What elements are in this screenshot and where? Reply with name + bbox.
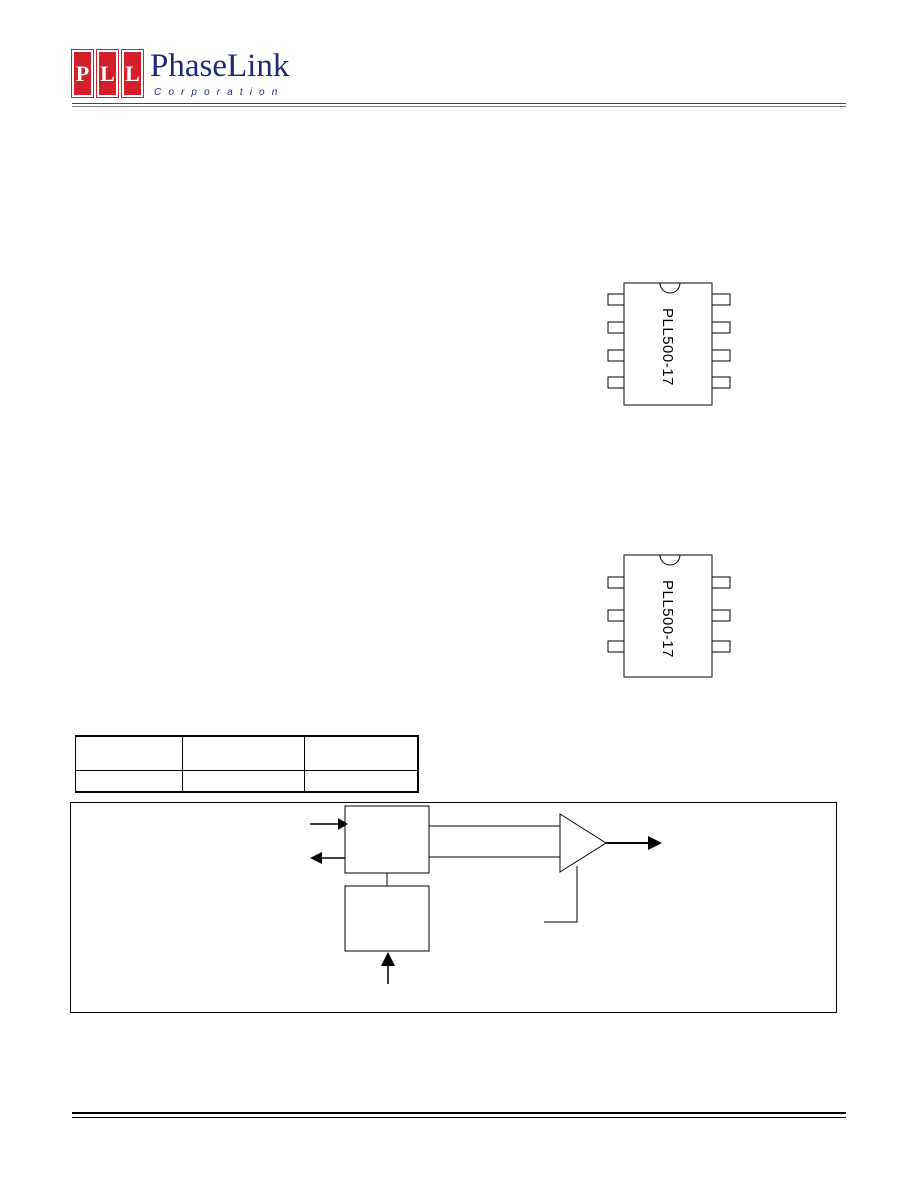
table-cell	[304, 735, 419, 771]
table-cell	[182, 770, 305, 793]
output-arrow-head	[648, 836, 662, 850]
control-input-arrow-head	[381, 952, 395, 966]
block-diagram	[70, 802, 837, 1013]
table-row	[75, 770, 419, 793]
company-logo: P L L PhaseLink Corporation	[71, 48, 322, 100]
header-rule	[72, 103, 846, 104]
output-buffer	[559, 813, 607, 873]
company-subtitle: Corporation	[154, 87, 285, 98]
block-diagram-frame	[70, 802, 837, 1013]
chip-8pin-label: PLL500-17	[659, 308, 676, 386]
table-cell	[182, 735, 305, 771]
logo-mark: P L L	[71, 49, 144, 98]
table-row	[75, 735, 419, 771]
footer-rule-thin	[72, 1117, 846, 1118]
chip-package-6pin: PLL500-17	[607, 554, 731, 678]
table-cell	[75, 770, 183, 793]
company-name: PhaseLink	[150, 48, 290, 84]
logo-letter-l1: L	[96, 49, 119, 98]
logo-letter-l2: L	[121, 49, 144, 98]
header-rule-thin	[72, 106, 846, 107]
ordering-table	[75, 735, 419, 793]
chip-6pin-label: PLL500-17	[659, 580, 676, 658]
control-block	[344, 885, 430, 952]
enable-line	[544, 866, 578, 923]
feedback-arrow-head	[310, 852, 322, 864]
chip-package-8pin: PLL500-17	[607, 282, 731, 406]
oscillator-block	[344, 805, 430, 874]
input-arrow-head	[338, 818, 348, 830]
table-cell	[75, 735, 183, 771]
table-cell	[304, 770, 419, 793]
logo-letter-p: P	[71, 49, 94, 98]
footer-rule	[72, 1112, 846, 1114]
